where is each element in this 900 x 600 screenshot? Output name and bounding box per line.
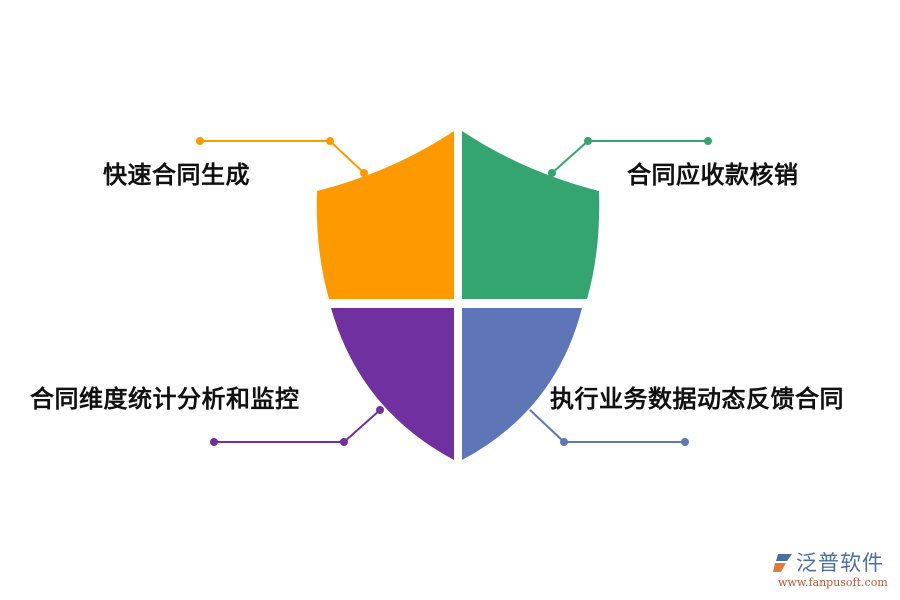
shield-quadrant-top-right	[462, 131, 600, 299]
label-bottom-right: 执行业务数据动态反馈合同	[550, 385, 844, 413]
connector-top-right	[548, 137, 712, 177]
logo: 泛普软件 www.fanpusoft.com	[770, 551, 895, 593]
connector-bottom-left	[210, 406, 384, 446]
logo-name: 泛普软件	[796, 551, 884, 575]
label-top-left: 快速合同生成	[103, 161, 250, 189]
label-top-right: 合同应收款核销	[627, 161, 799, 189]
shield-quadrant-bottom-left	[331, 308, 454, 460]
shield-quadrant-top-left	[316, 131, 454, 299]
fanpu-logo-icon	[773, 554, 792, 572]
connector-top-left	[196, 137, 368, 177]
shield-quadrant-bottom-right	[462, 308, 582, 460]
connector-bottom-right	[529, 409, 689, 446]
logo-url: www.fanpusoft.com	[778, 576, 888, 589]
label-bottom-left: 合同维度统计分析和监控	[30, 385, 300, 413]
